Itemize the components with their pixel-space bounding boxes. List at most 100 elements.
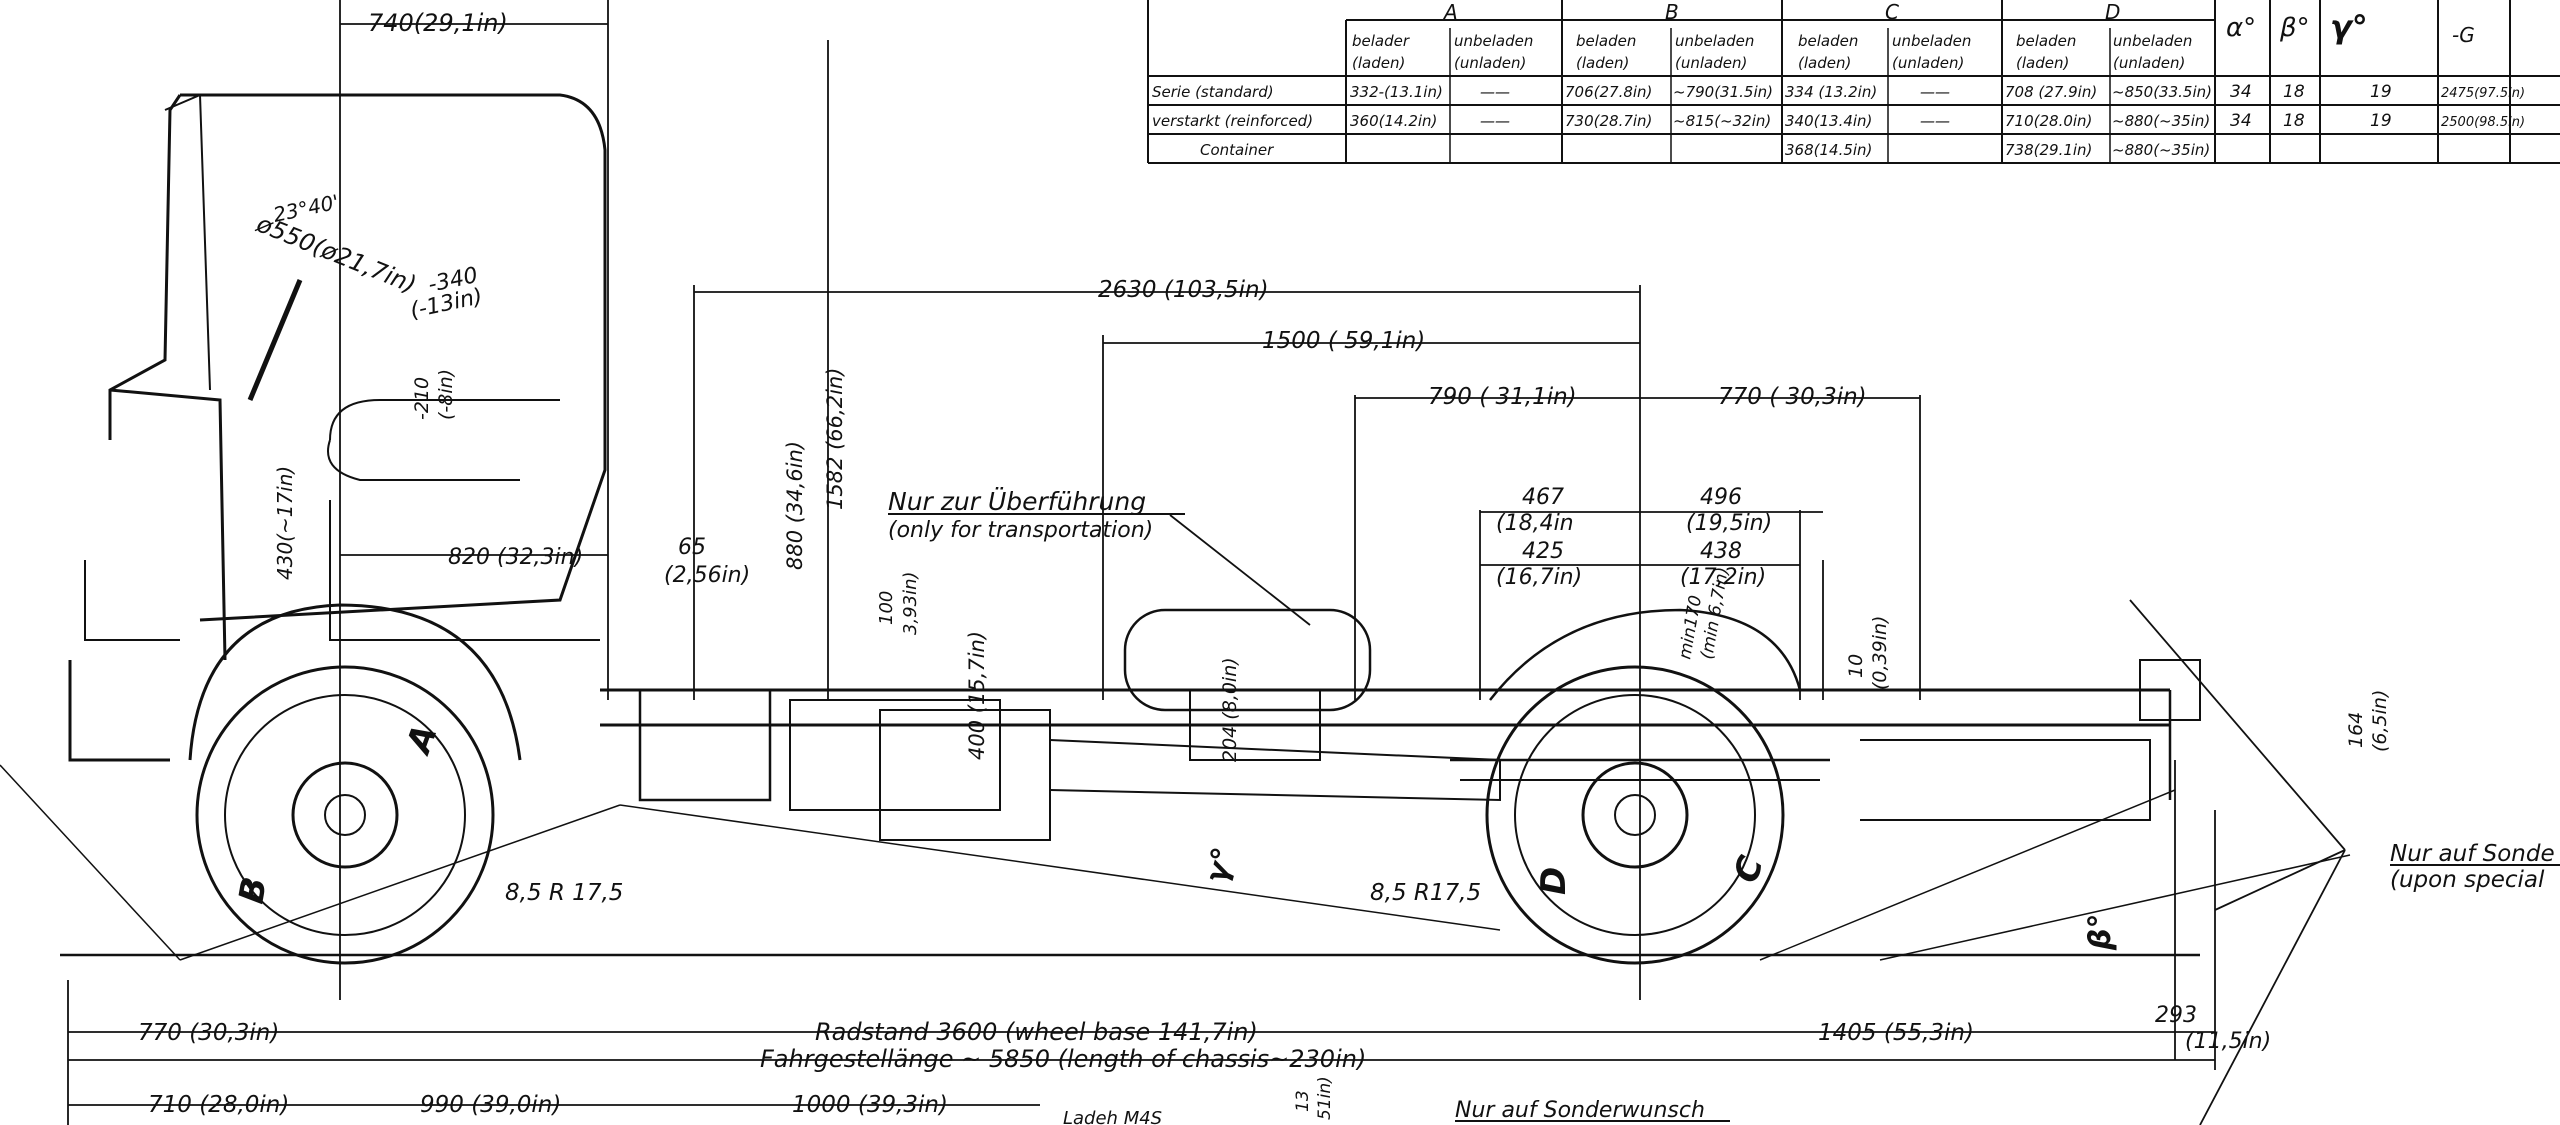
dim-740: 740(29,1in) bbox=[368, 9, 508, 37]
dim-293: 293 bbox=[2155, 1003, 2197, 1028]
row-reinforced-cell: 710(28.0in) bbox=[2005, 112, 2092, 130]
dim-164-in: (6,5in) bbox=[2369, 690, 2391, 752]
row-standard-cell: —— bbox=[1480, 83, 1510, 101]
row-reinforced-cell: ~880(~35in) bbox=[2112, 112, 2210, 130]
dim-1500: 1500 ( 59,1in) bbox=[1262, 328, 1425, 354]
sub-header-4-top: unbeladen bbox=[1675, 32, 1754, 50]
sub-header-7-top: beladen bbox=[2016, 32, 2076, 50]
transport-note-en: (only for transportation) bbox=[888, 518, 1153, 543]
row-container-cell: 738(29.1in) bbox=[2005, 141, 2092, 159]
dim-13-in: 51in) bbox=[1315, 1076, 1335, 1120]
dim-210-in: (-8in) bbox=[435, 369, 457, 420]
dim-467: 467 bbox=[1522, 485, 1564, 510]
dim-467-in: (18,4in bbox=[1496, 511, 1574, 536]
dim-496-in: (19,5in) bbox=[1686, 511, 1772, 536]
angle-header-alpha: α° bbox=[2226, 13, 2256, 43]
row-container-label: Container bbox=[1200, 141, 1274, 159]
transport-note-de: Nur zur Überführung bbox=[888, 487, 1146, 516]
table-group-c: C bbox=[1885, 0, 1899, 24]
tyre-rear-label: 8,5 R17,5 bbox=[1370, 880, 1481, 906]
row-reinforced-cell: 34 bbox=[2230, 111, 2252, 131]
row-standard-cell: 2475(97.5in) bbox=[2441, 86, 2525, 101]
dim-13: 13 bbox=[1293, 1090, 1313, 1112]
dim-1582: 1582 (66,2in) bbox=[823, 368, 847, 510]
row-reinforced-cell: 730(28.7in) bbox=[1565, 112, 1652, 130]
dim-400: 400 (15,7in) bbox=[965, 631, 989, 760]
dim-204: 204 (8,0in) bbox=[1219, 657, 1241, 762]
chassis-length-label: Fahrgestellänge ~ 5850 (length of chassi… bbox=[760, 1045, 1366, 1073]
row-reinforced-cell: ~815(~32in) bbox=[1673, 112, 1771, 130]
row-standard-cell: —— bbox=[1920, 83, 1950, 101]
dim-164: 164 bbox=[2345, 712, 2367, 748]
wheelbase-label: Radstand 3600 (wheel base 141,7in) bbox=[815, 1018, 1258, 1046]
table-group-b: B bbox=[1665, 0, 1679, 24]
special-note-de: Nur auf Sonde bbox=[2390, 841, 2555, 867]
marker-beta: β° bbox=[2083, 914, 2118, 951]
bottom-fragment-label: Ladeh M4S bbox=[1063, 1108, 1162, 1125]
row-reinforced-cell: —— bbox=[1480, 112, 1510, 130]
angle-header-g: -G bbox=[2452, 23, 2475, 47]
marker-a: A bbox=[398, 720, 446, 761]
sub-header-4-bottom: (unladen) bbox=[1675, 54, 1747, 72]
dim-293-in: (11,5in) bbox=[2185, 1029, 2271, 1054]
row-container-cell: 368(14.5in) bbox=[1785, 141, 1872, 159]
row-standard-cell: 334 (13.2in) bbox=[1785, 83, 1877, 101]
dimension-lines bbox=[67, 0, 2346, 1125]
dim-65-in: (2,56in) bbox=[664, 563, 750, 588]
dim-100-in: 3,93in) bbox=[900, 571, 921, 635]
row-reinforced-label: verstarkt (reinforced) bbox=[1152, 112, 1313, 130]
truck-outline bbox=[0, 93, 2351, 965]
row-standard-cell: ~850(33.5in) bbox=[2112, 83, 2212, 101]
special-note-en: (upon special bbox=[2390, 867, 2545, 893]
tyre-front-label: 8,5 R 17,5 bbox=[505, 880, 623, 906]
dim-990: 990 (39,0in) bbox=[420, 1092, 561, 1118]
dim-425-in: (16,7in) bbox=[1496, 565, 1582, 590]
row-reinforced-cell: 19 bbox=[2370, 111, 2392, 131]
dim-1405: 1405 (55,3in) bbox=[1818, 1020, 1974, 1046]
table-group-d: D bbox=[2105, 0, 2120, 24]
row-reinforced-cell: 2500(98.5in) bbox=[2441, 115, 2525, 130]
spec-table bbox=[1147, 0, 2560, 164]
dim-820: 820 (32,3in) bbox=[448, 545, 583, 570]
row-standard-cell: 706(27.8in) bbox=[1565, 83, 1652, 101]
dim-438-in: (17,2in) bbox=[1680, 565, 1766, 590]
marker-c: C bbox=[1726, 851, 1772, 888]
sub-header-5-top: beladen bbox=[1798, 32, 1858, 50]
dim-100: 100 bbox=[876, 591, 897, 625]
sub-header-8-bottom: (unladen) bbox=[2113, 54, 2185, 72]
dim-10: 10 bbox=[1845, 654, 1867, 678]
sub-header-2-bottom: (unladen) bbox=[1454, 54, 1526, 72]
row-reinforced-cell: 18 bbox=[2283, 111, 2305, 131]
sub-header-1-bottom: (laden) bbox=[1352, 54, 1405, 72]
dim-angle-2340: 23°40' bbox=[271, 190, 341, 227]
row-standard-cell: 34 bbox=[2230, 82, 2252, 102]
dim-770-bottom: 770 (30,3in) bbox=[138, 1020, 279, 1046]
sub-header-1-top: belader bbox=[1352, 32, 1410, 50]
dim-210: -210 bbox=[411, 377, 433, 420]
row-container-cell: ~880(~35in) bbox=[2112, 141, 2210, 159]
dim-65: 65 bbox=[678, 535, 706, 560]
sub-header-7-bottom: (laden) bbox=[2016, 54, 2069, 72]
special-note-bottom: Nur auf Sonderwunsch bbox=[1455, 1098, 1705, 1123]
sub-header-5-bottom: (laden) bbox=[1798, 54, 1851, 72]
sub-header-3-top: beladen bbox=[1576, 32, 1636, 50]
sub-header-6-top: unbeladen bbox=[1892, 32, 1971, 50]
dim-790: 790 ( 31,1in) bbox=[1428, 384, 1577, 410]
dim-770-top: 770 ( 30,3in) bbox=[1718, 384, 1867, 410]
row-standard-cell: 18 bbox=[2283, 82, 2305, 102]
row-standard-cell: 19 bbox=[2370, 82, 2392, 102]
row-standard-cell: 708 (27.9in) bbox=[2005, 83, 2097, 101]
dim-710: 710 (28,0in) bbox=[148, 1092, 289, 1118]
dim-425: 425 bbox=[1522, 539, 1564, 564]
dim-430: 430(~17in) bbox=[273, 466, 297, 580]
dim-10-in: (0,39in) bbox=[1869, 616, 1891, 690]
angle-header-gamma: γ° bbox=[2330, 8, 2368, 46]
dim-438: 438 bbox=[1700, 539, 1742, 564]
dim-880: 880 (34,6in) bbox=[783, 441, 807, 570]
row-reinforced-cell: 340(13.4in) bbox=[1785, 112, 1872, 130]
row-standard-cell: ~790(31.5in) bbox=[1673, 83, 1773, 101]
row-reinforced-cell: 360(14.2in) bbox=[1350, 112, 1437, 130]
table-group-a: A bbox=[1442, 0, 1458, 24]
angle-header-beta: β° bbox=[2279, 13, 2310, 43]
